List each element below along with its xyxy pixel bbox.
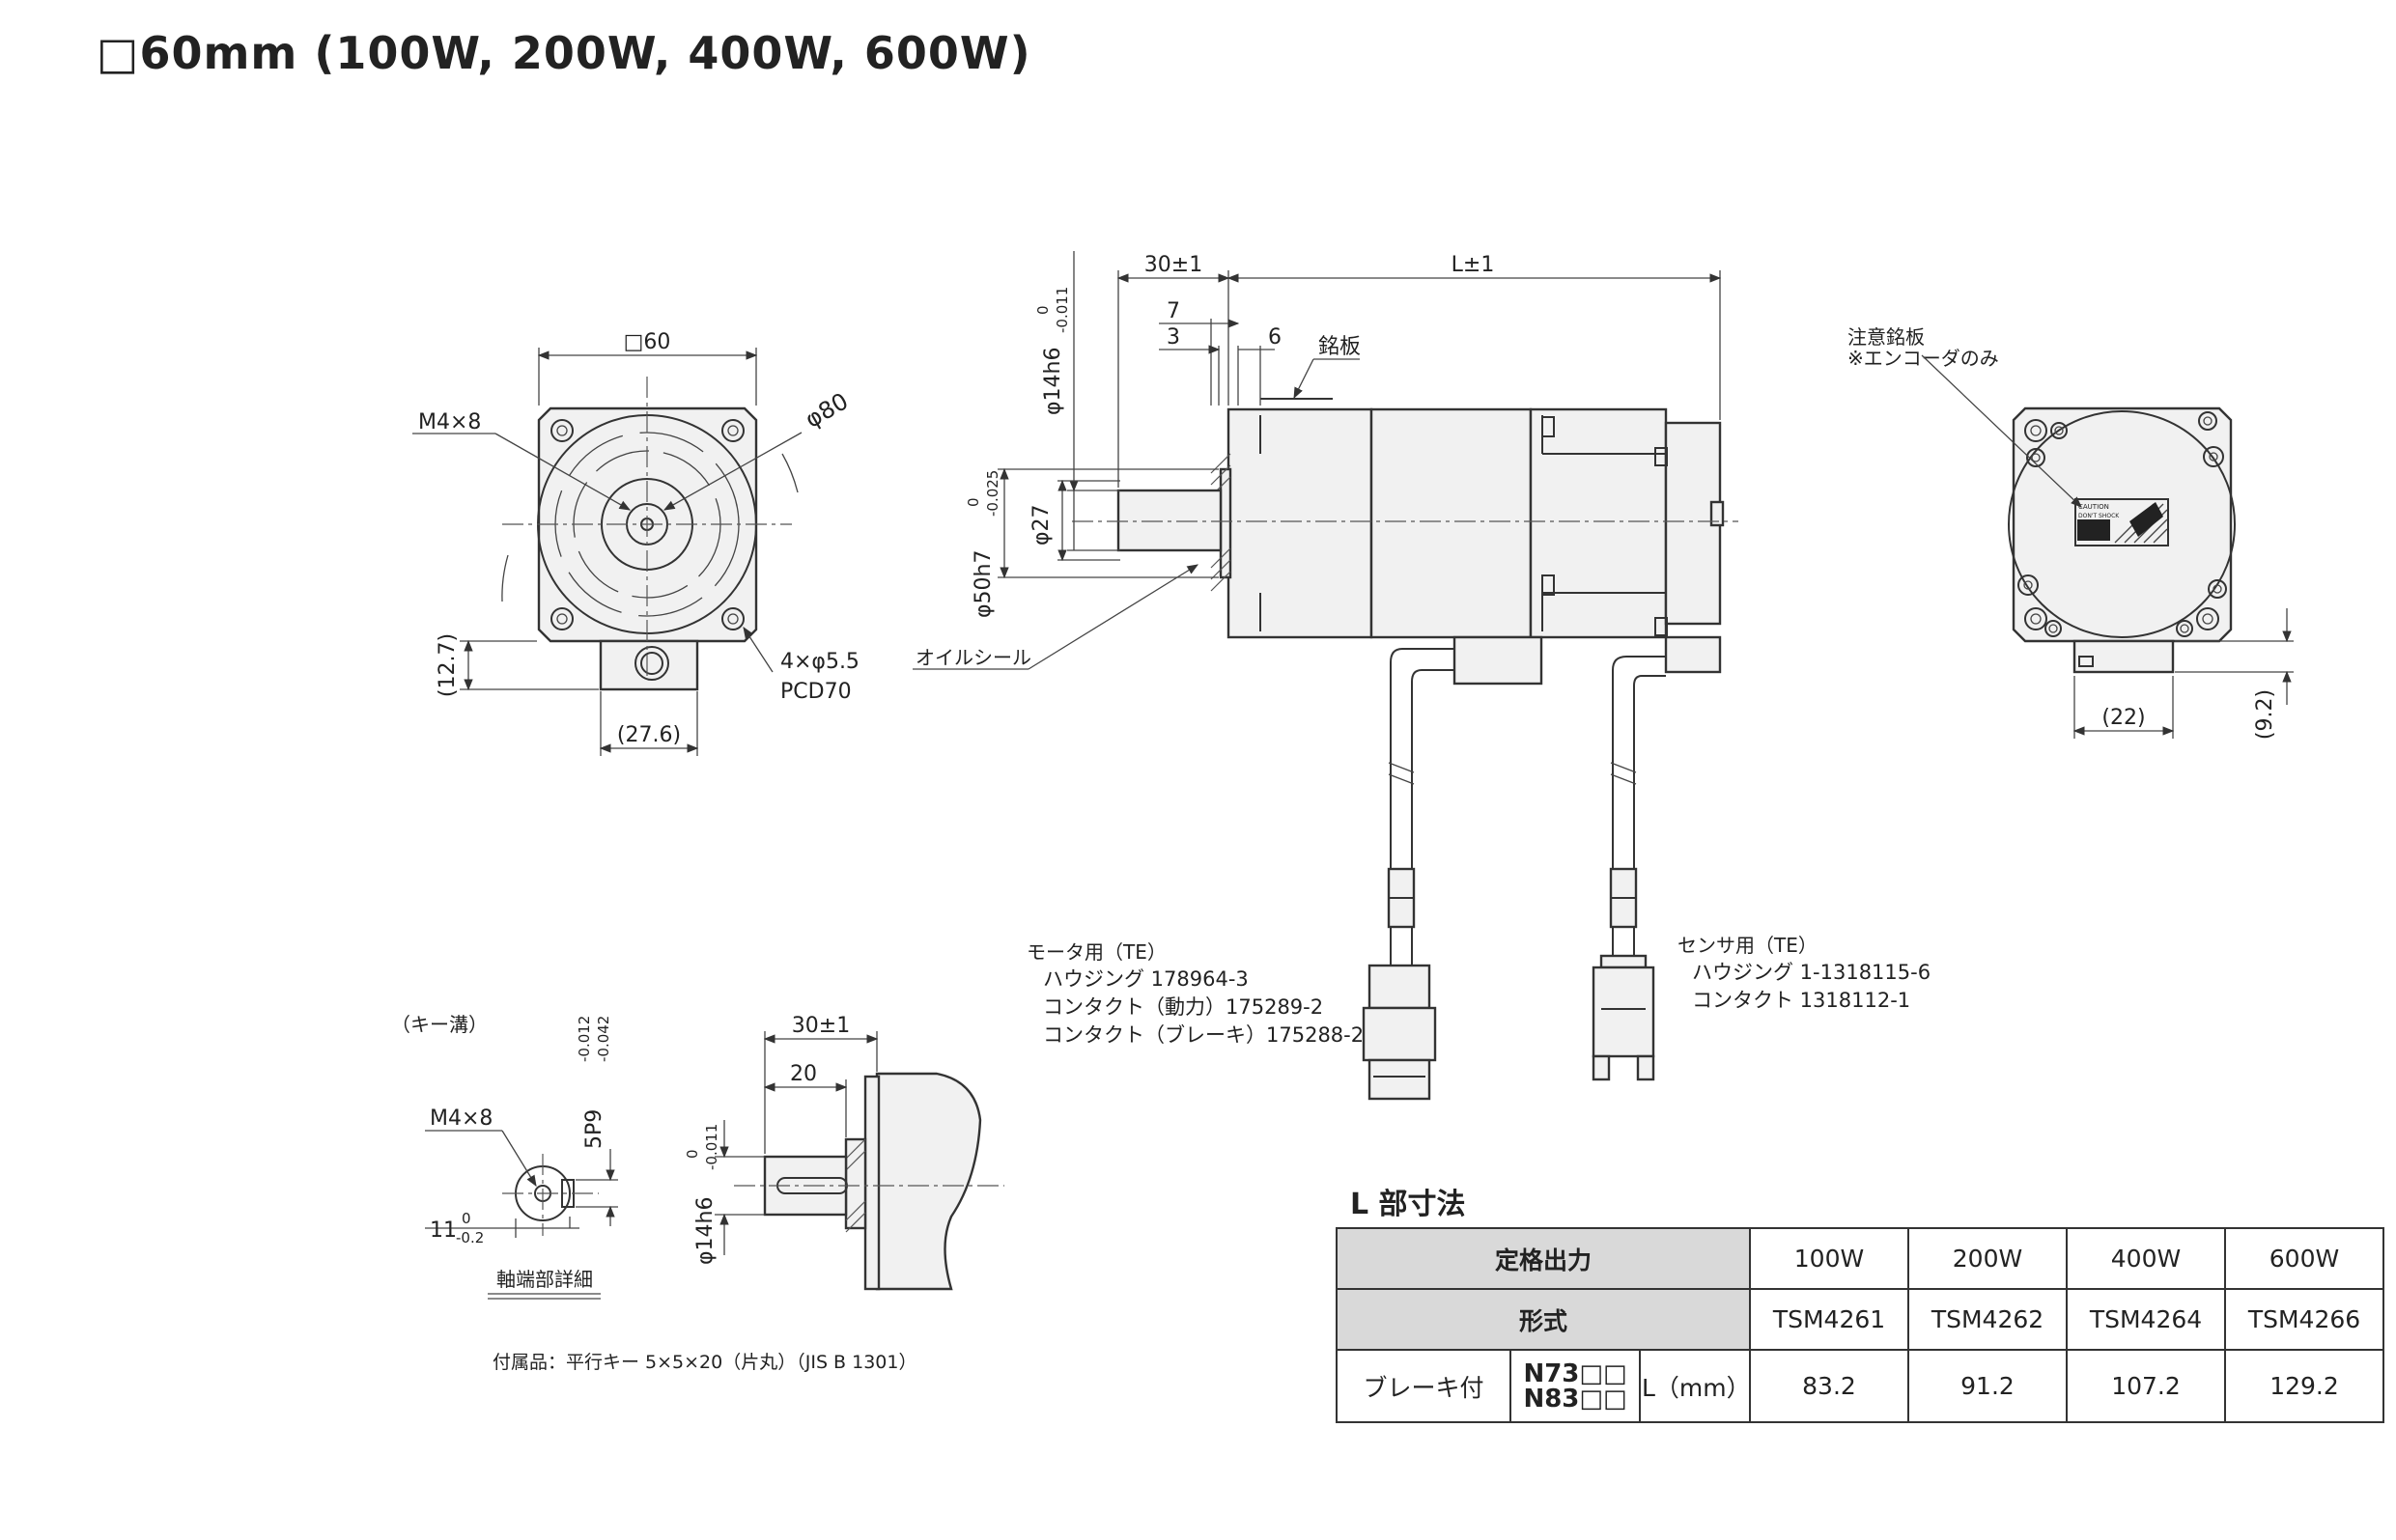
model-cell: TSM4261 [1749, 1288, 1909, 1351]
model-label: 形式 [1336, 1288, 1751, 1351]
front-tap-label: M4×8 [418, 410, 481, 434]
side-body-len: L±1 [1452, 253, 1495, 277]
rated-output-label: 定格出力 [1336, 1227, 1751, 1290]
front-width-dim: (27.6) [617, 723, 681, 747]
model-cell: TSM4266 [2224, 1288, 2384, 1351]
brake-label: ブレーキ付 [1336, 1349, 1511, 1423]
output-cell: 100W [1749, 1227, 1909, 1290]
series-cell: N73□□ N83□□ [1509, 1349, 1641, 1423]
side-nameplate: 銘板 [1318, 335, 1361, 359]
key-depth-value: 11 [430, 1218, 457, 1243]
side-dim-7: 7 [1167, 299, 1180, 323]
key-depth-tol-lower: -0.2 [456, 1229, 484, 1246]
length-cell: 107.2 [2066, 1349, 2226, 1423]
side-bore-dia: φ27 [1029, 504, 1054, 546]
rear-plate-line2: DON'T SHOCK [2078, 513, 2120, 519]
key-width-tol-upper: -0.012 [576, 1016, 593, 1062]
front-height-dim: (12.7) [436, 633, 460, 697]
key-shaft-dia: φ14h6 [693, 1197, 718, 1265]
side-dim-6: 6 [1268, 325, 1282, 350]
key-tap-label: M4×8 [430, 1106, 493, 1131]
side-spigot-dia: φ50h7 [972, 550, 996, 618]
key-depth-tol-upper: 0 [462, 1210, 471, 1227]
table-row: 定格出力 100W 200W 400W 600W [1336, 1227, 2384, 1290]
rear-plate-line1: CAUTION [2078, 503, 2109, 511]
key-shaft-tol-upper: 0 [684, 1149, 701, 1159]
key-accessory: 付属品：平行キー 5×5×20（片丸）（JIS B 1301） [493, 1352, 916, 1373]
key-shaft-len: 30±1 [792, 1014, 850, 1038]
front-hole-label: 4×φ5.5 [780, 650, 860, 674]
front-square-dim: □60 [624, 330, 671, 354]
side-spigot-tol-upper: 0 [965, 497, 982, 507]
series-1: N73□□ [1523, 1358, 1627, 1388]
unit-label: L（mm） [1639, 1349, 1751, 1423]
table-row: ブレーキ付 N73□□ N83□□ L（mm） 83.2 91.2 107.2 … [1336, 1349, 2384, 1423]
motor-connector-note: モータ用（TE） ハウジング 178964-3 コンタクト（動力）175289-… [1027, 940, 1364, 1047]
output-cell: 400W [2066, 1227, 2226, 1290]
model-cell: TSM4262 [1907, 1288, 2068, 1351]
output-cell: 200W [1907, 1227, 2068, 1290]
key-width-tol-lower: -0.042 [595, 1016, 612, 1062]
sensor-connector-contact: コンタクト 1318112-1 [1692, 989, 1910, 1012]
front-pcd-dia: φ80 [801, 387, 853, 433]
rear-caution-label: 注意銘板 [1847, 325, 1925, 349]
key-detail: （キー溝） M4×8 5P9 -0.012 -0.042 11 0 -0.2 軸… [391, 1013, 1004, 1373]
length-cell: 83.2 [1749, 1349, 1909, 1423]
side-spigot-tol-lower: -0.025 [984, 470, 1001, 517]
motor-connector-title: モータ用（TE） [1027, 940, 1167, 964]
key-caption: 軸端部詳細 [496, 1268, 593, 1291]
key-keyway-label: （キー溝） [391, 1013, 488, 1036]
motor-connector-housing: ハウジング 178964-3 [1043, 967, 1249, 991]
side-dim-3: 3 [1167, 325, 1180, 350]
model-cell: TSM4264 [2066, 1288, 2226, 1351]
page-title: □60mm (100W, 200W, 400W, 600W) [97, 27, 1031, 79]
key-shaft-tol-lower: -0.011 [703, 1124, 720, 1170]
side-view: 30±1 L±1 7 3 6 銘板 φ14h6 0 -0.011 φ50h7 0… [913, 251, 1738, 1101]
front-view: □60 M4×8 φ80 4×φ5.5 PCD70 (12.7) (27.6) [412, 330, 860, 756]
key-key-len: 20 [790, 1062, 817, 1086]
side-shaft-tol-upper: 0 [1034, 305, 1052, 315]
side-shaft-len: 30±1 [1144, 253, 1202, 277]
rear-encoder-note: ※エンコーダのみ [1847, 347, 1999, 370]
l-table-title: L 部寸法 [1350, 1188, 1466, 1221]
output-cell: 600W [2224, 1227, 2384, 1290]
sensor-connector-title: センサ用（TE） [1677, 934, 1818, 957]
series-2: N83□□ [1523, 1384, 1627, 1414]
sensor-connector-note: センサ用（TE） ハウジング 1-1318115-6 コンタクト 1318112… [1677, 934, 1931, 1012]
front-pcd-label: PCD70 [780, 680, 852, 704]
side-shaft-dia: φ14h6 [1041, 348, 1065, 415]
length-cell: 91.2 [1907, 1349, 2068, 1423]
length-cell: 129.2 [2224, 1349, 2384, 1423]
key-width-label: 5P9 [582, 1109, 606, 1149]
sensor-connector-housing: ハウジング 1-1318115-6 [1692, 961, 1931, 984]
motor-connector-contact-brake: コンタクト（ブレーキ）175288-2 [1043, 1023, 1364, 1047]
table-row: 形式 TSM4261 TSM4262 TSM4264 TSM4266 [1336, 1288, 2384, 1351]
motor-connector-contact-power: コンタクト（動力）175289-2 [1043, 995, 1323, 1019]
l-dimension-table: 定格出力 100W 200W 400W 600W 形式 TSM4261 TSM4… [1336, 1227, 2384, 1423]
rear-view: CAUTION DON'T SHOCK 注意銘板 ※エンコーダのみ (22) (… [1847, 325, 2294, 740]
side-shaft-tol-lower: -0.011 [1054, 287, 1071, 333]
side-oil-seal: オイルシール [916, 646, 1031, 669]
rear-height-dim: (9.2) [2253, 689, 2277, 740]
rear-width-dim: (22) [2101, 706, 2145, 730]
